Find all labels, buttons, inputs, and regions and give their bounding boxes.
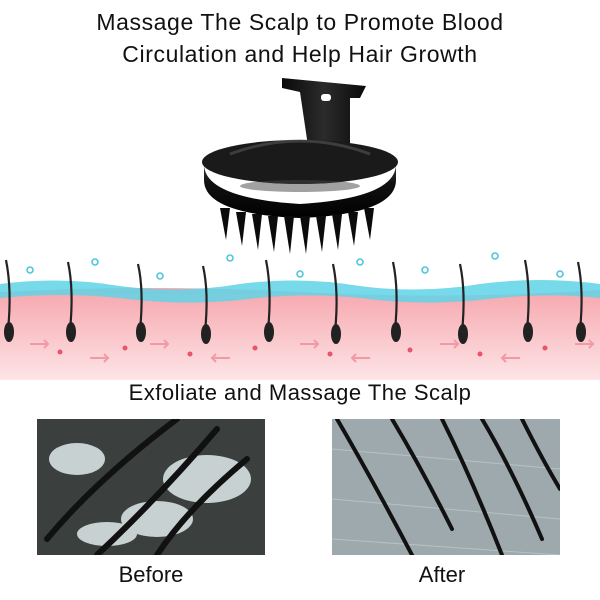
before-label: Before	[118, 562, 184, 587]
after-label: After	[418, 562, 466, 587]
after-photo	[332, 419, 560, 555]
headline-line-2: Circulation and Help Hair Growth	[122, 41, 478, 67]
before-photo	[37, 419, 265, 555]
scalp-massager-brush-icon	[190, 68, 410, 258]
headline-line-1: Massage The Scalp to Promote Blood	[96, 9, 504, 35]
scalp-cross-section-illustration	[0, 240, 600, 380]
section-title: Exfoliate and Massage The Scalp	[128, 380, 472, 405]
